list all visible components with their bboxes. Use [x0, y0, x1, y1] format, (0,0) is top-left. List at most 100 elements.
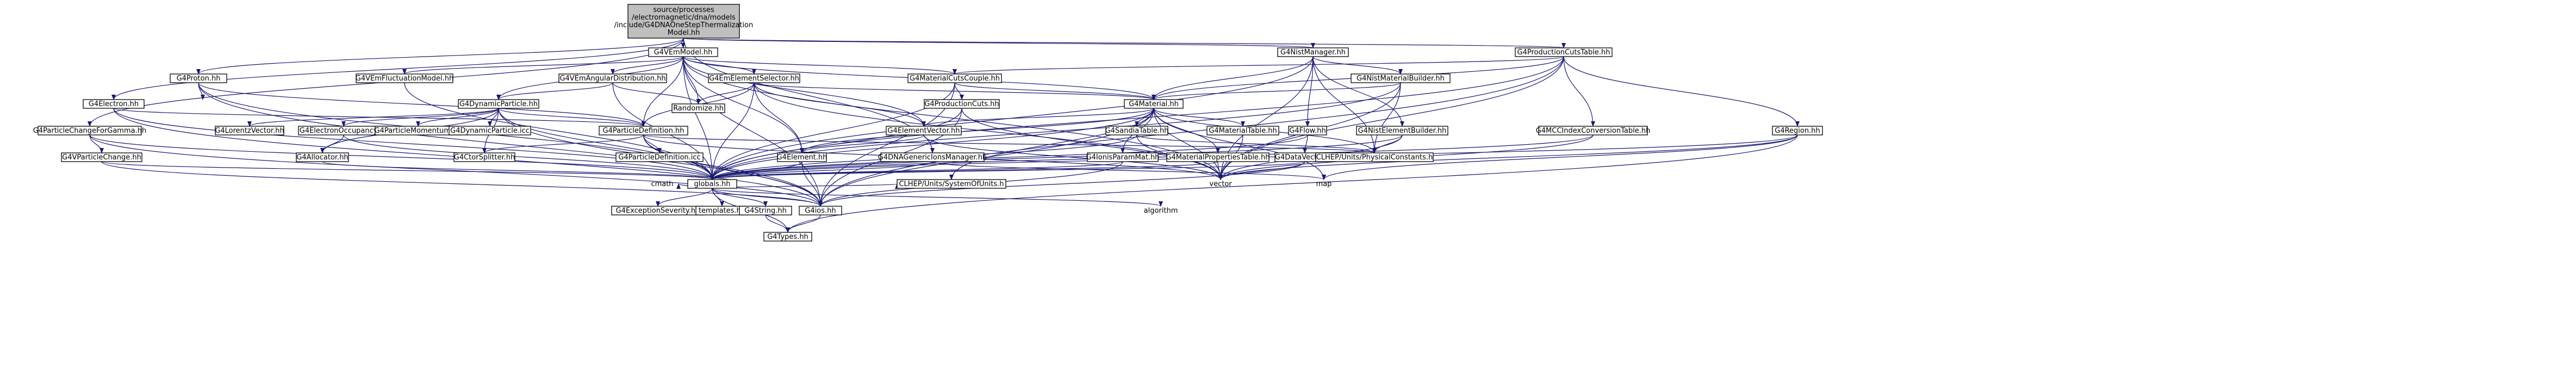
node-box-material [1124, 99, 1184, 109]
edge-root-electron [111, 38, 685, 100]
node-region[interactable]: G4Region.hh [1772, 126, 1823, 135]
node-label-g4ios: G4ios.hh [805, 207, 836, 215]
node-box-nistmanager [1277, 47, 1349, 57]
node-label-exceptionseverity: G4ExceptionSeverity.hh [616, 207, 700, 215]
edge-nistmanager-nistmaterialbuilder [1312, 56, 1403, 75]
node-vparticlechange[interactable]: G4VParticleChange.hh [61, 152, 142, 162]
node-root[interactable]: source/processes/electromagnetic/dna/mod… [614, 4, 754, 39]
node-nistmaterialbuilder[interactable]: G4NistMaterialBuilder.hh [1351, 73, 1451, 83]
node-label-globals: globals.hh [694, 180, 730, 188]
edge-emelemselector-randomize [696, 82, 755, 104]
node-box-vemfluct [356, 73, 453, 83]
node-label-vparticlechange: G4VParticleChange.hh [62, 153, 141, 162]
node-materialtable[interactable]: G4MaterialTable.hh [1206, 126, 1279, 135]
edge-productioncutstable-region [1563, 56, 1800, 127]
node-algorithm: algorithm [1144, 207, 1178, 215]
node-particledefinition[interactable]: G4ParticleDefinition.hh [599, 126, 688, 135]
node-physicalconstants[interactable]: CLHEP/Units/PhysicalConstants.h [1315, 152, 1434, 162]
node-label-region: G4Region.hh [1775, 127, 1820, 135]
edge-root-productioncutstable [683, 38, 1565, 48]
node-box-ctorsplitter [453, 152, 515, 162]
node-materialcutscouple[interactable]: G4MaterialCutsCouple.hh [907, 73, 1002, 83]
edge-material-element [800, 108, 1154, 153]
node-templates[interactable]: templates.hh [695, 206, 749, 215]
node-vemfluct[interactable]: G4VEmFluctuationModel.hh [356, 73, 453, 83]
edge-productioncutstable-g4ios [818, 56, 1564, 207]
node-element[interactable]: G4Element.hh [777, 152, 827, 162]
node-ctorsplitter[interactable]: G4CtorSplitter.hh [453, 152, 515, 162]
node-label-electron: G4Electron.hh [89, 100, 139, 108]
edge-vemmodel-g4ios [682, 56, 823, 207]
node-particledefinitionicc[interactable]: G4ParticleDefinition.icc [615, 152, 704, 162]
node-dnagenericionsmanager[interactable]: G4DNAGenericIonsManager.hh [878, 152, 987, 162]
node-allocator[interactable]: G4Allocator.hh [296, 152, 349, 162]
node-label-templates: templates.hh [699, 207, 745, 215]
edge-region-vector [1218, 134, 1798, 180]
node-ionisparammat[interactable]: G4IonisParamMat.hh [1086, 152, 1160, 162]
node-label-vemangular: G4VEmAngularDistribution.hh [559, 75, 665, 83]
node-box-g4ios [799, 206, 842, 215]
node-label-vemfluct: G4VEmFluctuationModel.hh [356, 75, 453, 83]
node-label-algorithm: algorithm [1144, 207, 1178, 215]
root-label-line: /include/G4DNAOneStepThermalization [614, 21, 754, 29]
node-electronoccupancy[interactable]: G4ElectronOccupancy.hh [298, 126, 389, 135]
node-globals[interactable]: globals.hh [687, 179, 737, 189]
node-productioncuts[interactable]: G4ProductionCuts.hh [924, 99, 1000, 109]
edge-vemangular-dynamicparticle [496, 82, 613, 100]
node-emelemselector[interactable]: G4EmElementSelector.hh [708, 73, 800, 83]
edge-dynamicparticle-particlemomentum [416, 108, 499, 127]
edge-dynamicparticle-globals [498, 108, 714, 180]
edge-material-materialtable [1153, 108, 1245, 127]
node-pcforgamma[interactable]: G4ParticleChangeForGamma.hh [33, 126, 146, 135]
node-nistelementbuilder[interactable]: G4NistElementBuilder.hh [1356, 126, 1448, 135]
node-label-pcforgamma: G4ParticleChangeForGamma.hh [33, 127, 146, 135]
node-box-proton [170, 73, 227, 83]
node-box-ionisparammat [1087, 152, 1159, 162]
edge-dynamicparticle-lorentzvector [247, 108, 499, 127]
edge-ionisparammat-globals [710, 161, 1123, 180]
node-box-pcforgamma [38, 126, 142, 135]
node-electron[interactable]: G4Electron.hh [83, 99, 145, 109]
node-flow[interactable]: G4Flow.hh [1288, 126, 1327, 135]
node-g4ios[interactable]: G4ios.hh [799, 206, 842, 215]
node-systemofunits[interactable]: CLHEP/Units/SystemOfUnits.h [897, 179, 1006, 189]
node-materialpropertiestable[interactable]: G4MaterialPropertiesTable.hh [1166, 152, 1270, 162]
edge-emelemselector-elementvector [754, 82, 926, 127]
graph-nodes: source/processes/electromagnetic/dna/mod… [33, 4, 1823, 242]
node-dynamicparticle[interactable]: G4DynamicParticle.hh [458, 99, 539, 109]
node-label-ionisparammat: G4IonisParamMat.hh [1086, 153, 1160, 162]
node-g4types[interactable]: G4Types.hh [763, 232, 812, 242]
node-label-productioncutstable: G4ProductionCutsTable.hh [1517, 48, 1610, 57]
node-label-mcccic: G4MCCIndexConversionTable.hh [1536, 127, 1651, 135]
node-productioncutstable[interactable]: G4ProductionCutsTable.hh [1515, 47, 1613, 57]
node-material[interactable]: G4Material.hh [1124, 99, 1184, 109]
node-box-randomize [671, 103, 725, 113]
node-box-electron [83, 99, 145, 109]
node-sandiatable[interactable]: G4SandiaTable.hh [1105, 126, 1169, 135]
node-label-dynamicparticle: G4DynamicParticle.hh [459, 100, 538, 108]
node-lorentzvector[interactable]: G4LorentzVector.hh [215, 126, 284, 135]
node-vemmodel[interactable]: G4VEmModel.hh [648, 47, 718, 57]
node-dynamicparticleicc[interactable]: G4DynamicParticle.icc [449, 126, 531, 135]
node-label-randomize: Randomize.hh [673, 104, 724, 113]
node-label-proton: G4Proton.hh [177, 75, 221, 83]
node-label-particlemomentum: G4ParticleMomentum.hh [374, 127, 462, 135]
node-box-dnagenericionsmanager [880, 152, 985, 162]
node-g4string[interactable]: G4String.hh [739, 206, 792, 215]
node-proton[interactable]: G4Proton.hh [170, 73, 227, 83]
node-elementvector[interactable]: G4ElementVector.hh [886, 126, 962, 135]
node-exceptionseverity[interactable]: G4ExceptionSeverity.hh [611, 206, 705, 215]
node-nistmanager[interactable]: G4NistManager.hh [1277, 47, 1349, 57]
node-randomize[interactable]: Randomize.hh [671, 103, 725, 113]
node-box-productioncuts [924, 99, 1000, 109]
node-mcccic[interactable]: G4MCCIndexConversionTable.hh [1536, 126, 1651, 135]
edge-dynamicparticle-particledefinition [498, 108, 646, 127]
edge-material-elementvector [922, 108, 1154, 127]
node-box-nistmaterialbuilder [1351, 73, 1451, 83]
node-label-nistelementbuilder: G4NistElementBuilder.hh [1358, 127, 1447, 135]
node-box-lorentzvector [215, 126, 284, 135]
node-box-particledefinitionicc [615, 152, 704, 162]
node-vemangular[interactable]: G4VEmAngularDistribution.hh [558, 73, 667, 83]
edge-g4ios-g4types [786, 214, 821, 233]
